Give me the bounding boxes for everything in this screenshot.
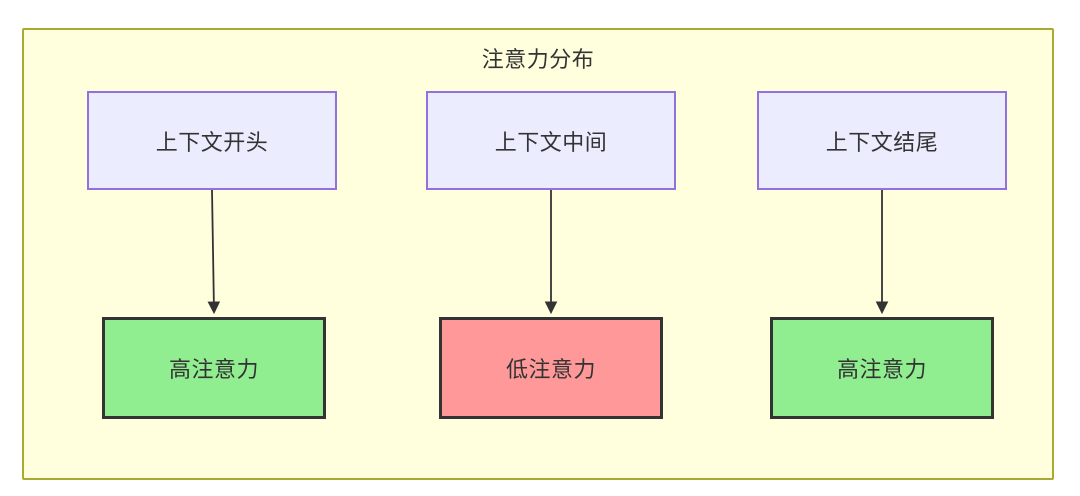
node-context-start[interactable]: 上下文开头 xyxy=(87,91,337,190)
node-context-start-label: 上下文开头 xyxy=(155,129,269,155)
node-context-middle-label: 上下文中间 xyxy=(494,129,608,155)
node-attention-low-middle-label: 低注意力 xyxy=(505,357,596,382)
node-attention-high-start-label: 高注意力 xyxy=(168,357,259,382)
subgraph-title: 注意力分布 xyxy=(481,47,595,72)
node-attention-low-middle[interactable]: 低注意力 xyxy=(439,317,663,419)
node-context-end[interactable]: 上下文结尾 xyxy=(757,91,1007,190)
node-context-middle[interactable]: 上下文中间 xyxy=(426,91,676,190)
node-attention-high-start[interactable]: 高注意力 xyxy=(102,317,326,419)
node-attention-high-end[interactable]: 高注意力 xyxy=(770,317,994,419)
node-context-end-label: 上下文结尾 xyxy=(825,129,939,155)
node-attention-high-end-label: 高注意力 xyxy=(836,357,927,382)
